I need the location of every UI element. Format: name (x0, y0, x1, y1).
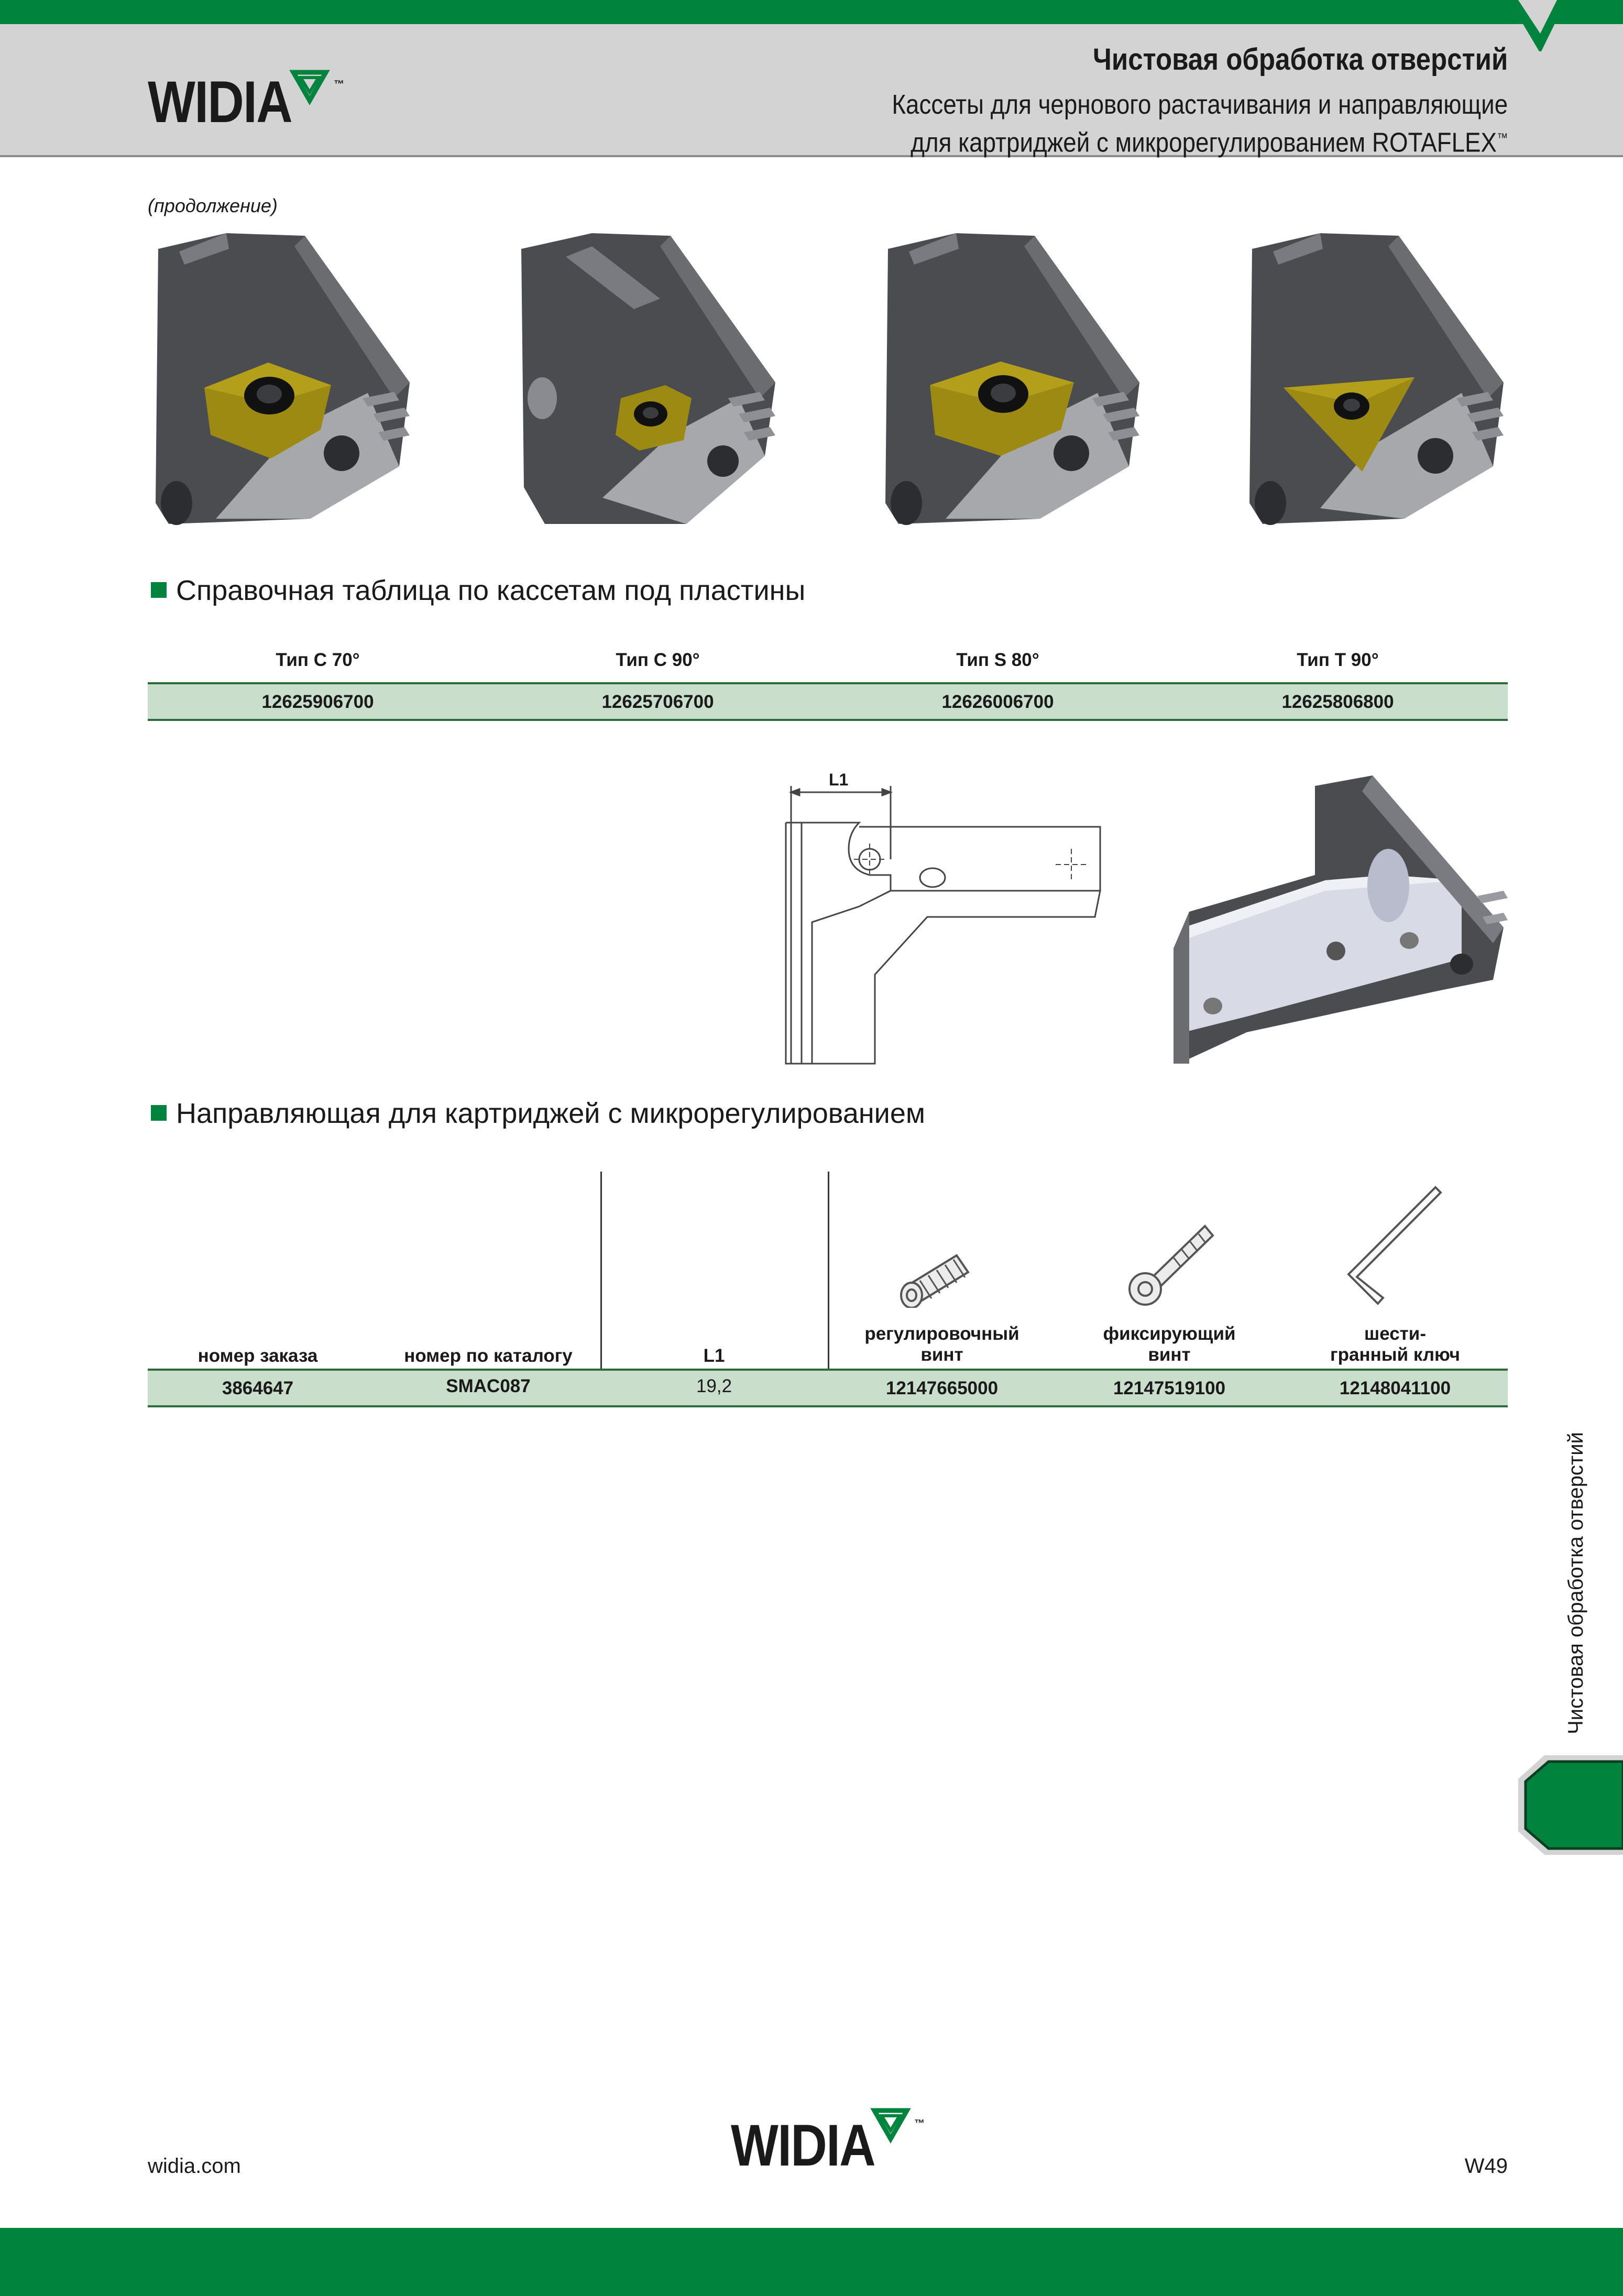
adjusting-screw-icon (900, 1254, 970, 1308)
widia-triangles-icon (289, 70, 330, 106)
header-logo: WIDIA ™ (148, 68, 368, 136)
cassette-image-s80 (885, 233, 1139, 525)
guide-product-image (1174, 775, 1508, 1064)
side-tab-label: Чистовая обработка отверстий (1564, 1432, 1587, 1734)
header-lock-screw-line1: фиксирующий (1103, 1324, 1236, 1344)
cassette-header-t90: Тип T 90° (1297, 650, 1379, 670)
footer-logo: WIDIA ™ (731, 2106, 930, 2180)
header-l1: L1 (703, 1346, 725, 1366)
logo-wordmark: WIDIA (148, 69, 293, 135)
header-notch-icon (1509, 0, 1566, 51)
guide-technical-drawing (785, 786, 1101, 1065)
cassette-image-t90 (1249, 233, 1504, 525)
cassette-header-c70: Тип C 70° (276, 650, 360, 670)
footer-widia-triangles-icon (870, 2108, 911, 2144)
top-green-bar (0, 0, 1623, 24)
guide-table-header: номер заказа номер по каталогу L1 регули… (148, 1299, 1508, 1368)
hex-key-icon (1347, 1186, 1442, 1305)
page-subtitle: Кассеты для чернового растачивания и нап… (892, 88, 1508, 159)
header-lock-screw-line2: винт (1148, 1344, 1191, 1365)
section-bullet-icon (151, 582, 167, 598)
cassette-value-t90: 12625806800 (1281, 692, 1394, 712)
cassette-table-section-title-text: Справочная таблица по кассетам под пласт… (176, 575, 806, 606)
cassette-header-s80: Тип S 80° (956, 650, 1039, 670)
adjust-screw-value: 12147665000 (885, 1378, 999, 1398)
guide-table-row: 3864647 SMAC087 19,2 12147665000 1214751… (148, 1369, 1508, 1407)
header-catalog-no: номер по каталогу (404, 1346, 573, 1366)
continued-label: (продолжение) (148, 195, 278, 216)
catalog-no-value: SMAC087 (446, 1376, 531, 1396)
table-divider-2 (828, 1172, 829, 1406)
cassette-table-header: Тип C 70° Тип C 90° Тип S 80° Тип T 90° (148, 650, 1508, 671)
footer-logo-tm: ™ (914, 2118, 925, 2129)
cassette-table-section-title: Справочная таблица по кассетам под пласт… (151, 574, 805, 607)
locking-screw-icon (1128, 1224, 1214, 1306)
cassette-value-c90: 12625706700 (601, 692, 714, 712)
page-title: Чистовая обработка отверстий (1092, 42, 1508, 76)
l1-value: 19,2 (696, 1376, 732, 1396)
header-hex-key-line2: гранный ключ (1330, 1344, 1460, 1365)
subtitle-line-2: для картриджей с микрорегулированием ROT… (892, 122, 1508, 159)
header-adjust-screw-line2: винт (920, 1344, 963, 1365)
page-header (0, 24, 1623, 157)
hex-key-value: 12148041100 (1339, 1378, 1451, 1398)
page-number: W49 (1464, 2155, 1508, 2178)
cassette-value-s80: 12626006700 (941, 692, 1054, 712)
header-order-no: номер заказа (198, 1346, 318, 1366)
header-hex-key-line1: шести- (1364, 1324, 1426, 1344)
footer-logo-wordmark: WIDIA (731, 2113, 876, 2178)
cassette-header-c90: Тип C 90° (616, 650, 700, 670)
table-divider-1 (600, 1172, 602, 1406)
cassette-table-row: 12625906700 12625706700 12626006700 1262… (148, 682, 1508, 721)
subtitle-tm: ™ (1496, 131, 1508, 145)
footer-website[interactable]: widia.com (148, 2155, 241, 2178)
logo-tm: ™ (334, 79, 344, 90)
subtitle-line-2-text: для картриджей с микрорегулированием ROT… (911, 127, 1497, 158)
section-bullet-icon (151, 1105, 167, 1121)
guide-table-section-title-text: Направляющая для картриджей с микрорегул… (176, 1098, 925, 1129)
lock-screw-value: 12147519100 (1113, 1378, 1226, 1398)
drawing-dimension-l1: L1 (829, 770, 849, 789)
side-tab-marker[interactable] (1518, 1755, 1623, 1855)
bottom-green-bar (0, 2228, 1623, 2296)
order-no-value: 3864647 (222, 1378, 294, 1398)
cassette-value-c70: 12625906700 (261, 692, 374, 712)
header-adjust-screw-line1: регулировочный (864, 1324, 1019, 1344)
subtitle-line-1: Кассеты для чернового растачивания и нап… (892, 90, 1508, 120)
cassette-image-c70 (156, 233, 410, 525)
cassette-image-c90 (521, 233, 775, 524)
guide-table-section-title: Направляющая для картриджей с микрорегул… (151, 1097, 925, 1130)
